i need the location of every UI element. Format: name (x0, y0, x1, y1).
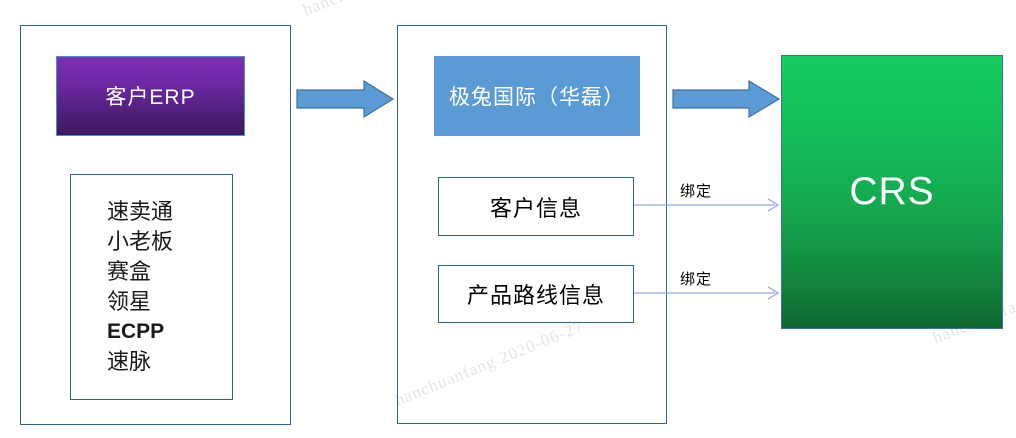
middle-group-container (397, 25, 667, 424)
arrow-erp-to-jt (296, 79, 395, 119)
connector-product-route-to-crs (634, 280, 782, 306)
crs-label: CRS (849, 170, 935, 213)
customer-erp-label: 客户ERP (105, 86, 196, 109)
watermark-text: hanchuanfang 2020-06-27 (300, 0, 495, 21)
arrow-shape (672, 79, 781, 119)
list-item: 领星 (107, 289, 152, 314)
product-route-info-label: 产品路线信息 (466, 283, 605, 308)
product-route-info-box[interactable]: 产品路线信息 (438, 265, 634, 323)
connector-arrowhead (767, 198, 780, 212)
connector-customer-info-to-crs (634, 192, 782, 218)
crs-block[interactable]: CRS (781, 55, 1003, 329)
customer-info-label: 客户信息 (489, 195, 582, 221)
jt-international-block[interactable]: 极兔国际（华磊） (434, 56, 640, 136)
left-group-container (20, 25, 291, 425)
list-item: 赛盒 (107, 259, 152, 284)
list-item: 速脉 (107, 349, 152, 374)
customer-info-box[interactable]: 客户信息 (438, 177, 634, 236)
arrow-jt-to-crs (672, 79, 781, 119)
customer-erp-block[interactable]: 客户ERP (56, 56, 245, 136)
list-item: ECPP (107, 320, 165, 343)
jt-international-label: 极兔国际（华磊） (449, 86, 625, 109)
connector-arrowhead (767, 286, 780, 300)
list-item: 小老板 (107, 229, 174, 254)
erp-list-box: 速卖通 小老板 赛盒 领星 ECPP 速脉 (70, 174, 233, 400)
list-item: 速卖通 (107, 199, 174, 224)
arrow-shape (296, 79, 395, 119)
connector-label-binding: 绑定 (680, 271, 713, 288)
connector-label-binding: 绑定 (680, 183, 713, 200)
